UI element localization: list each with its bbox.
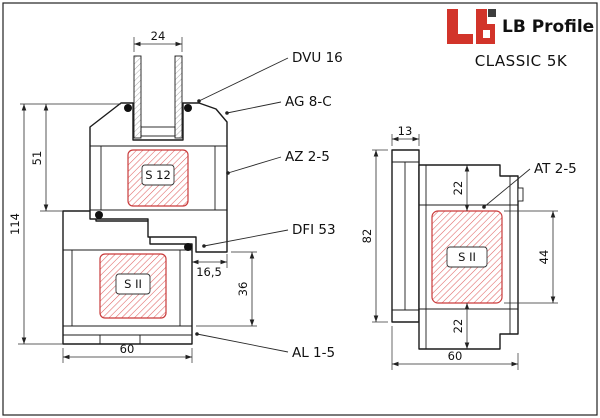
left-profile-drawing: S 12 S II 24 51 [8,29,343,363]
logo-mark [447,9,496,44]
svg-text:AT 2-5: AT 2-5 [534,161,577,177]
svg-text:DVU 16: DVU 16 [292,50,343,66]
svg-text:DFI 53: DFI 53 [292,222,336,238]
svg-text:22: 22 [451,319,465,334]
svg-text:24: 24 [151,29,166,43]
dim-top-offset: 22 [451,165,470,211]
svg-text:36: 36 [236,282,250,297]
svg-text:44: 44 [537,250,551,265]
right-profile-drawing: S II 13 82 22 44 [360,124,577,370]
svg-text:22: 22 [451,181,465,196]
callout-az25: AZ 2-5 [226,149,330,175]
svg-text:AG 8-C: AG 8-C [285,94,332,110]
dim-sash-height: 51 [20,103,121,212]
frame-chamber-lines [63,249,192,344]
sash-steel-label: S 12 [145,168,171,182]
callout-at25: AT 2-5 [482,161,577,209]
glazing-unit [133,55,183,139]
gasket-seals [95,104,192,251]
dim-frame-width: 60 [62,342,193,363]
svg-text:51: 51 [30,151,44,166]
svg-text:82: 82 [360,229,374,244]
sash-steel-reinforcement: S 12 [127,149,189,207]
dim-flange-width: 13 [391,124,420,146]
dim-glazing-width: 24 [133,29,183,52]
dim-rebate-offset: 16,5 [192,254,228,279]
profile-steel-reinforcement: S II [431,210,503,304]
frame-steel-reinforcement: S II [99,253,167,319]
dim-steel-height: 44 [504,210,558,304]
dim-frame-inner-height: 36 [196,251,257,327]
brand-name: LB Profile [502,17,594,37]
profile-steel-label: S II [458,250,476,264]
svg-text:13: 13 [398,124,413,138]
callout-al15: AL 1-5 [195,332,335,361]
dim-profile-width: 60 [391,326,519,370]
flange-chamber-lines [392,161,419,311]
model-name: CLASSIC 5K [475,52,568,70]
svg-text:60: 60 [448,349,463,363]
svg-text:114: 114 [8,213,22,235]
frame-steel-label: S II [124,277,142,291]
svg-text:60: 60 [120,342,135,356]
sash-chamber-lines [90,145,227,211]
svg-text:AZ 2-5: AZ 2-5 [285,149,330,165]
profile-flange [391,149,420,323]
svg-text:16,5: 16,5 [196,265,222,279]
header: LB Profile CLASSIC 5K [447,9,594,70]
dim-flange-height: 82 [360,149,388,323]
dim-total-height: 114 [8,104,63,345]
svg-text:AL 1-5: AL 1-5 [292,345,335,361]
dim-bottom-offset: 22 [451,303,470,349]
callout-ag8c: AG 8-C [225,94,332,115]
callout-dfi53: DFI 53 [202,222,336,248]
callout-dvu16: DVU 16 [197,50,343,103]
